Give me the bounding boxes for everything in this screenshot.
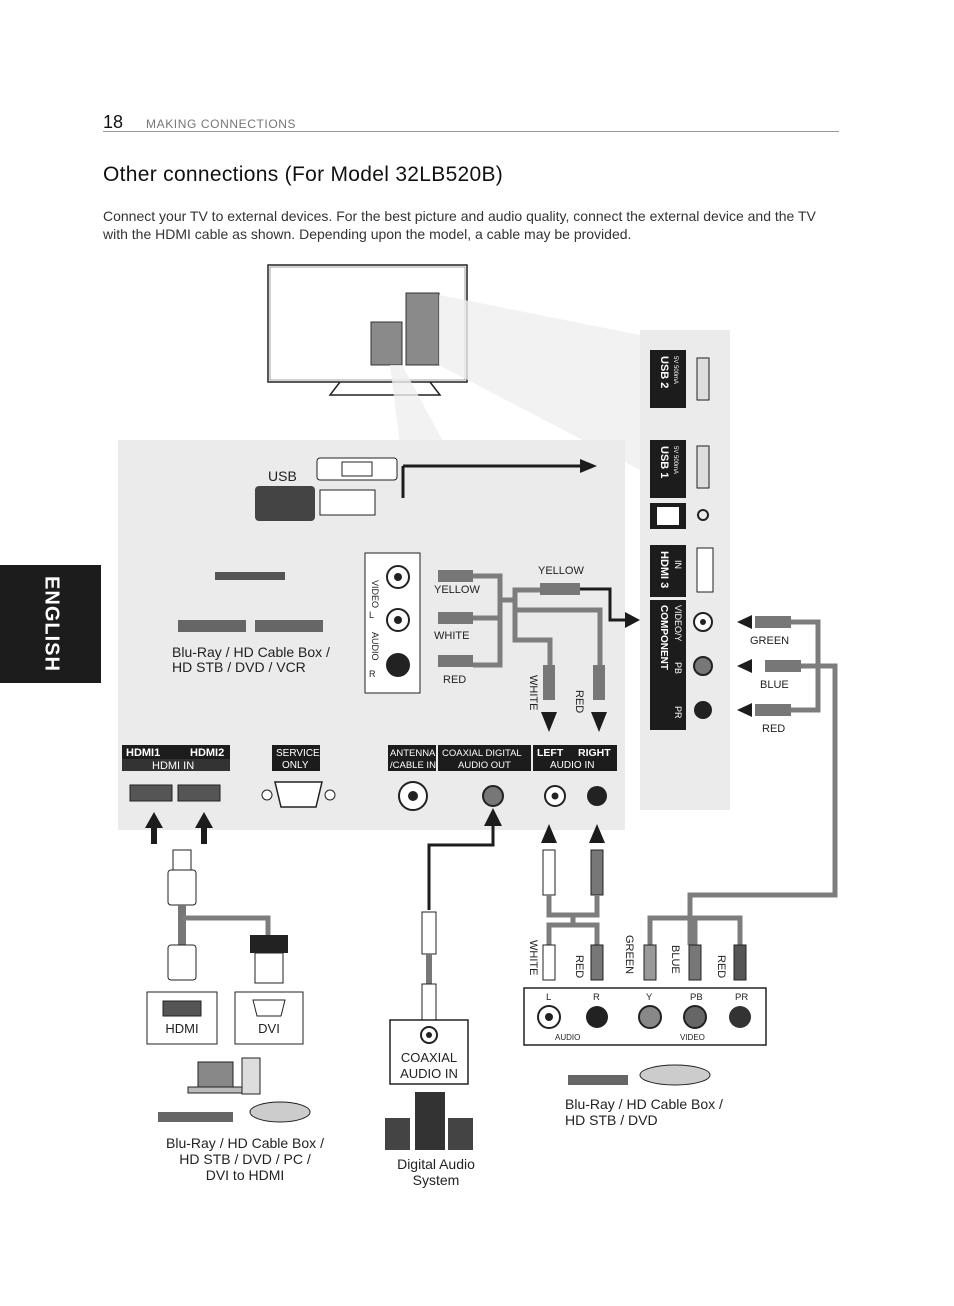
port-service-only: ONLY (282, 760, 309, 771)
comp-red2-label: RED (715, 955, 727, 978)
comp-y: Y (646, 992, 653, 1003)
cable-white-vert: WHITE (527, 675, 539, 710)
captions: Blu-Ray / HD Cable Box / HD STB / DVD / … (166, 1096, 723, 1188)
side-pr-label: PR (673, 706, 683, 719)
left-devices (158, 1057, 311, 1123)
port-left: LEFT (537, 747, 564, 759)
coax-box-line-2: AUDIO IN (400, 1066, 458, 1081)
av-cable-red: RED (443, 674, 466, 686)
label-green: GREEN (750, 635, 789, 647)
comp-blue-label: BLUE (669, 945, 681, 974)
comp-r: R (593, 992, 600, 1003)
page-number: 18 (103, 112, 124, 132)
label-red: RED (762, 723, 785, 735)
coaxial-audio: COAXIAL AUDIO IN (385, 826, 495, 1150)
side-video-y-label: VIDEO/Y (673, 605, 683, 642)
caption-right-2: HD STB / DVD (565, 1112, 658, 1128)
port-hdmi2: HDMI2 (190, 747, 224, 759)
comp-red-label: RED (573, 955, 585, 978)
cable-red-vert: RED (573, 690, 585, 713)
language-tab: ENGLISH (0, 565, 101, 683)
side-pb-label: PB (673, 662, 683, 674)
component-cables-right: WHITE RED GREEN BLUE RED L R Y PB PR AUD… (523, 849, 767, 1086)
port-service: SERVICE (276, 748, 320, 759)
comp-green-label: GREEN (623, 935, 635, 974)
av-device: Blu-Ray / HD Cable Box / HD STB / DVD / … (172, 572, 330, 675)
comp-white-label: WHITE (527, 940, 539, 975)
port-hdmi-in: HDMI IN (152, 760, 194, 772)
side-usb2-rating: 5V 500mA (672, 356, 678, 384)
cable-yellow-top: YELLOW (538, 565, 584, 577)
av-jack-video-label: VIDEO (370, 580, 380, 608)
port-cable-in: /CABLE IN (390, 760, 436, 771)
port-audio-out: AUDIO OUT (458, 760, 511, 771)
label-blue: BLUE (760, 679, 789, 691)
caption-mid-2: System (413, 1172, 460, 1188)
side-component-cables: GREEN BLUE RED (687, 615, 838, 945)
rear-ports (129, 781, 607, 811)
caption-left-1: Blu-Ray / HD Cable Box / (166, 1135, 324, 1151)
comp-audio: AUDIO (555, 1033, 580, 1042)
page-title: Other connections (For Model 32LB520B) (103, 163, 504, 186)
coax-box-line-1: COAXIAL (401, 1050, 457, 1065)
port-right: RIGHT (578, 747, 611, 759)
av-input-block: VIDEO L AUDIO R (364, 552, 421, 694)
caption-left-2: HD STB / DVD / PC / (179, 1151, 311, 1167)
comp-pr: PR (735, 992, 748, 1003)
usb-label: USB (268, 468, 297, 484)
caption-left-3: DVI to HDMI (206, 1167, 285, 1183)
box-dvi: DVI (258, 1021, 280, 1036)
av-caption-2: HD STB / DVD / VCR (172, 659, 306, 675)
port-hdmi1: HDMI1 (126, 747, 160, 759)
up-arrows (145, 808, 605, 844)
av-jack-audio-label: AUDIO (370, 632, 380, 661)
port-antenna: ANTENNA (390, 748, 436, 759)
tv-illustration (267, 264, 640, 470)
section-heading: MAKING CONNECTIONS (146, 117, 297, 131)
side-hdmi3-label: HDMI 3 (658, 551, 670, 588)
comp-pb: PB (690, 992, 703, 1003)
side-usb1-rating: 5V 500mA (672, 446, 678, 474)
av-cables: YELLOW WHITE RED YELLOW WHITE RED (434, 565, 640, 732)
port-coaxial-digital: COAXIAL DIGITAL (442, 748, 522, 759)
av-jack-l-label: L (369, 610, 374, 620)
caption-right-1: Blu-Ray / HD Cable Box / (565, 1096, 723, 1112)
header-rule (103, 131, 839, 132)
side-hdmi3-in: IN (673, 560, 683, 569)
side-usb1-label: USB 1 (658, 446, 670, 478)
caption-mid-1: Digital Audio (397, 1156, 475, 1172)
port-labels: HDMI1 HDMI2 HDMI IN SERVICE ONLY ANTENNA… (122, 745, 617, 772)
side-usb2-label: USB 2 (658, 356, 670, 388)
av-cable-white: WHITE (434, 630, 469, 642)
side-ports: USB 2 5V 500mA USB 1 5V 500mA HDMI 3 IN … (650, 350, 714, 730)
av-cable-yellow: YELLOW (434, 584, 480, 596)
usb-section: USB (255, 457, 597, 521)
port-audio-in: AUDIO IN (550, 760, 594, 771)
hdmi-dvi-cables: HDMI DVI (146, 849, 304, 1045)
box-hdmi: HDMI (165, 1021, 198, 1036)
comp-l: L (546, 992, 551, 1003)
av-caption-1: Blu-Ray / HD Cable Box / (172, 644, 330, 660)
intro-paragraph: Connect your TV to external devices. For… (103, 208, 816, 242)
comp-video: VIDEO (680, 1033, 705, 1042)
side-component-label: COMPONENT (658, 605, 669, 670)
av-jack-r-label: R (369, 669, 376, 679)
